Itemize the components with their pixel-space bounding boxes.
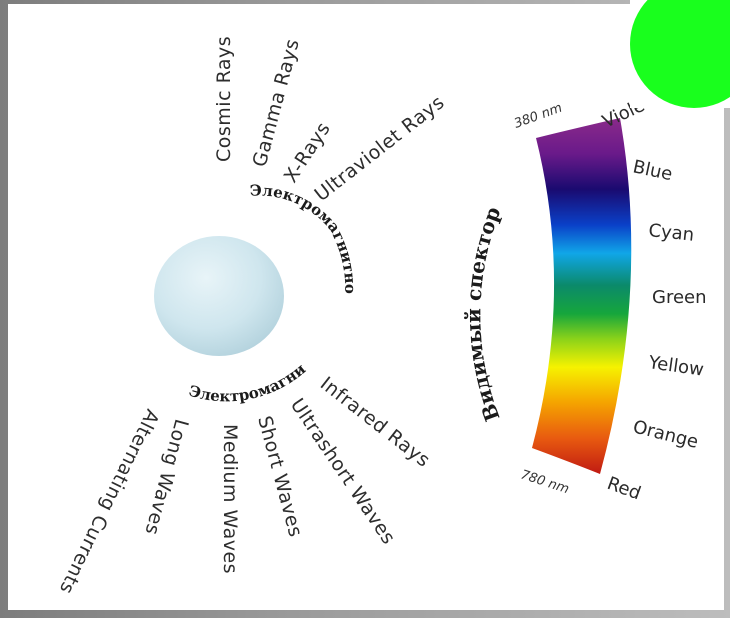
nm-top-label: 380 nm [512, 101, 564, 132]
color-label-cyan: Cyan [647, 220, 695, 246]
color-label-blue: Blue [631, 156, 674, 185]
ray-label-ultraviolet: Ultraviolet Rays [311, 91, 449, 206]
ray-label-short: Short Waves [253, 414, 306, 540]
color-label-green: Green [652, 287, 707, 308]
color-label-orange: Orange [631, 416, 701, 452]
visible-spectrum-band [532, 118, 632, 474]
sphere [154, 236, 284, 356]
ray-label-alternating: Alternating Currents [55, 406, 164, 598]
color-label-red: Red [604, 473, 643, 504]
ray-label-cosmic: Cosmic Rays [213, 36, 235, 162]
green-corner-shape [630, 0, 730, 108]
color-label-yellow: Yellow [646, 352, 705, 381]
arc-label-lower: Электромагнитное излучение [0, 0, 309, 405]
spectrum-title: Видимый спектор [461, 203, 505, 424]
green-disc [630, 0, 730, 108]
ray-label-medium: Medium Waves [219, 424, 241, 574]
nm-bottom-label: 780 nm [519, 468, 571, 498]
